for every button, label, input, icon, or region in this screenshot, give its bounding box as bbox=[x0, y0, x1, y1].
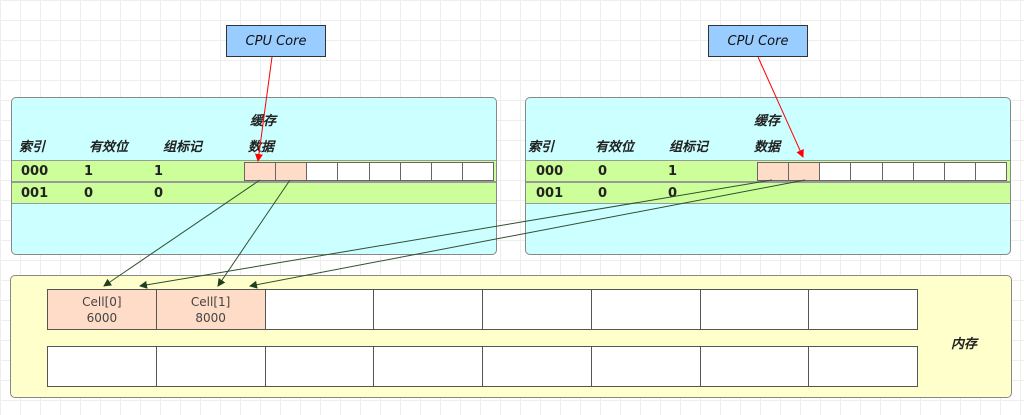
header-valid: 有效位 bbox=[89, 140, 129, 155]
cache-to-memory-arrow bbox=[103, 179, 261, 287]
header-index: 索引 bbox=[19, 140, 46, 155]
cache-line-data bbox=[757, 162, 1007, 181]
header-tag: 组标记 bbox=[669, 140, 709, 155]
row-valid: 0 bbox=[84, 186, 94, 201]
header-tag: 组标记 bbox=[163, 140, 203, 155]
header-data: 数据 bbox=[754, 140, 781, 155]
row-tag: 0 bbox=[154, 186, 164, 201]
cache-left: 缓存 索引 有效位 组标记 数据 000 1 1 001 0 0 bbox=[11, 97, 497, 255]
row-index: 001 bbox=[21, 186, 49, 201]
header-valid: 有效位 bbox=[595, 140, 635, 155]
cell-name: Cell[0] bbox=[82, 294, 122, 309]
header-index: 索引 bbox=[528, 140, 555, 155]
row-valid: 0 bbox=[598, 164, 608, 179]
cell-name: Cell[1] bbox=[190, 294, 231, 309]
header-data: 数据 bbox=[248, 140, 275, 155]
row-index: 000 bbox=[21, 164, 49, 179]
row-tag: 0 bbox=[668, 186, 678, 201]
row-index: 001 bbox=[536, 186, 564, 201]
cpu-core-left: CPU Core bbox=[226, 25, 326, 57]
cache-to-memory-arrow bbox=[139, 179, 773, 289]
memory-cell-0: Cell[0]6000 bbox=[48, 290, 157, 329]
cache-title: 缓存 bbox=[754, 114, 781, 129]
cache-to-memory-arrow bbox=[217, 179, 291, 287]
cell-value: 6000 bbox=[86, 310, 118, 325]
row-valid: 1 bbox=[84, 164, 94, 179]
row-tag: 1 bbox=[154, 164, 164, 179]
cache-to-memory-arrow bbox=[249, 179, 806, 289]
row-index: 000 bbox=[536, 164, 564, 179]
cpu-core-right: CPU Core bbox=[708, 25, 808, 57]
memory-cell-1: Cell[1]8000 bbox=[156, 290, 266, 329]
cell-value: 8000 bbox=[195, 310, 226, 325]
cache-line-data bbox=[244, 162, 494, 181]
cache-row: 000 0 1 bbox=[526, 160, 1010, 182]
cache-row: 000 1 1 bbox=[12, 160, 496, 182]
row-valid: 0 bbox=[598, 186, 608, 201]
cpu-to-cache-arrow bbox=[757, 56, 804, 158]
row-tag: 1 bbox=[668, 164, 678, 179]
memory: Cell[0]6000 Cell[1]8000 内存 bbox=[10, 275, 1012, 398]
cache-row: 001 0 0 bbox=[12, 182, 496, 204]
cache-row: 001 0 0 bbox=[526, 182, 1010, 204]
cache-right: 缓存 索引 有效位 组标记 数据 000 0 1 001 0 0 bbox=[525, 97, 1011, 255]
cpu-to-cache-arrow bbox=[254, 56, 273, 162]
memory-row bbox=[47, 346, 918, 387]
memory-row: Cell[0]6000 Cell[1]8000 bbox=[47, 289, 918, 330]
memory-label: 内存 bbox=[951, 337, 978, 352]
